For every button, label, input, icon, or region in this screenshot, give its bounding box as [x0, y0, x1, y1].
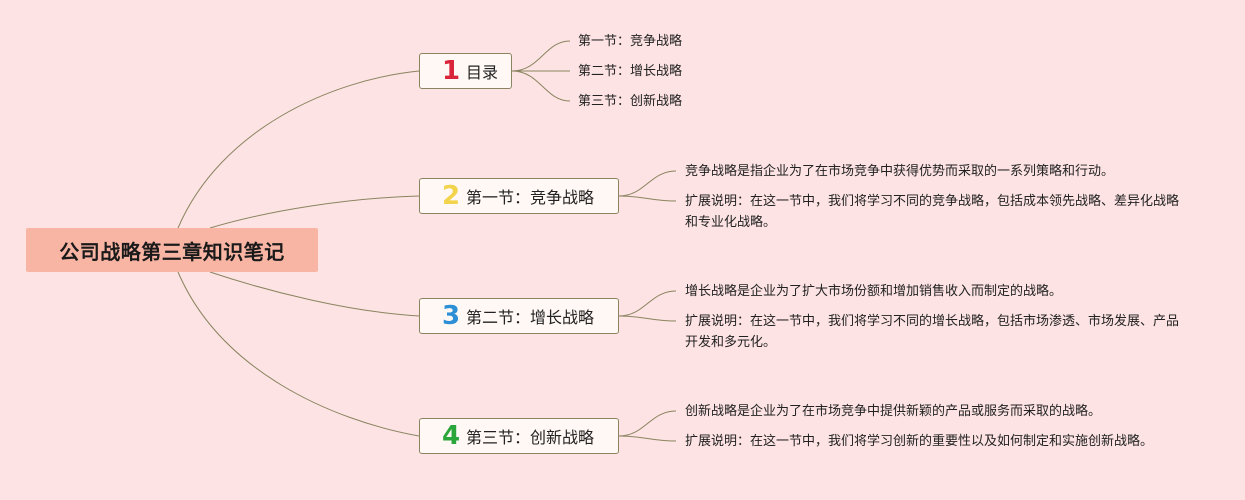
branch-number: 1	[441, 56, 461, 86]
link-leaf	[618, 290, 677, 317]
link-leaf	[511, 70, 571, 102]
link-root-branch-3	[209, 271, 420, 317]
root-title: 公司战略第三章知识笔记	[59, 239, 285, 264]
leaf-item[interactable]: 竞争战略是指企业为了在市场竞争中获得优势而采取的一系列策略和行动。	[685, 164, 1115, 179]
link-leaf	[618, 195, 677, 202]
branch-number: 4	[441, 421, 461, 451]
branch-node-innovation[interactable]: 4 第三节：创新战略	[419, 418, 619, 454]
link-leaf	[618, 410, 677, 437]
branch-number: 2	[441, 181, 461, 211]
leaf-item[interactable]: 第二节：增长战略	[578, 64, 683, 79]
leaf-item[interactable]: 扩展说明：在这一节中，我们将学习不同的竞争战略，包括成本领先战略、差异化战略和专…	[685, 194, 1180, 230]
branch-node-growth[interactable]: 3 第二节：增长战略	[419, 298, 619, 334]
branch-node-competitive[interactable]: 2 第一节：竞争战略	[419, 178, 619, 214]
branch-label: 第三节：创新战略	[466, 428, 595, 447]
leaf-item[interactable]: 第一节：竞争战略	[578, 34, 683, 49]
branch-number: 3	[441, 301, 461, 331]
branch-label: 第二节：增长战略	[466, 308, 595, 327]
branch-label: 第一节：竞争战略	[466, 188, 595, 207]
leaf-item[interactable]: 创新战略是企业为了在市场竞争中提供新颖的产品或服务而采取的战略。	[685, 404, 1102, 419]
root-node[interactable]: 公司战略第三章知识笔记	[26, 228, 318, 272]
link-root-branch-4	[177, 271, 420, 437]
branch-label: 目录	[466, 63, 499, 82]
link-leaf	[618, 170, 677, 197]
leaf-item[interactable]: 第三节：创新战略	[578, 94, 683, 109]
link-leaf	[511, 40, 571, 72]
leaf-item[interactable]: 扩展说明：在这一节中，我们将学习不同的增长战略，包括市场渗透、市场发展、产品开发…	[685, 314, 1180, 350]
leaf-item[interactable]: 增长战略是企业为了扩大市场份额和增加销售收入而制定的战略。	[685, 284, 1063, 299]
link-root-branch-2	[209, 195, 420, 229]
link-leaf	[618, 315, 677, 322]
branch-node-contents[interactable]: 1 目录	[419, 53, 512, 89]
leaf-item[interactable]: 扩展说明：在这一节中，我们将学习创新的重要性以及如何制定和实施创新战略。	[685, 434, 1154, 449]
link-leaf	[618, 435, 677, 442]
link-root-branch-1	[177, 70, 420, 229]
